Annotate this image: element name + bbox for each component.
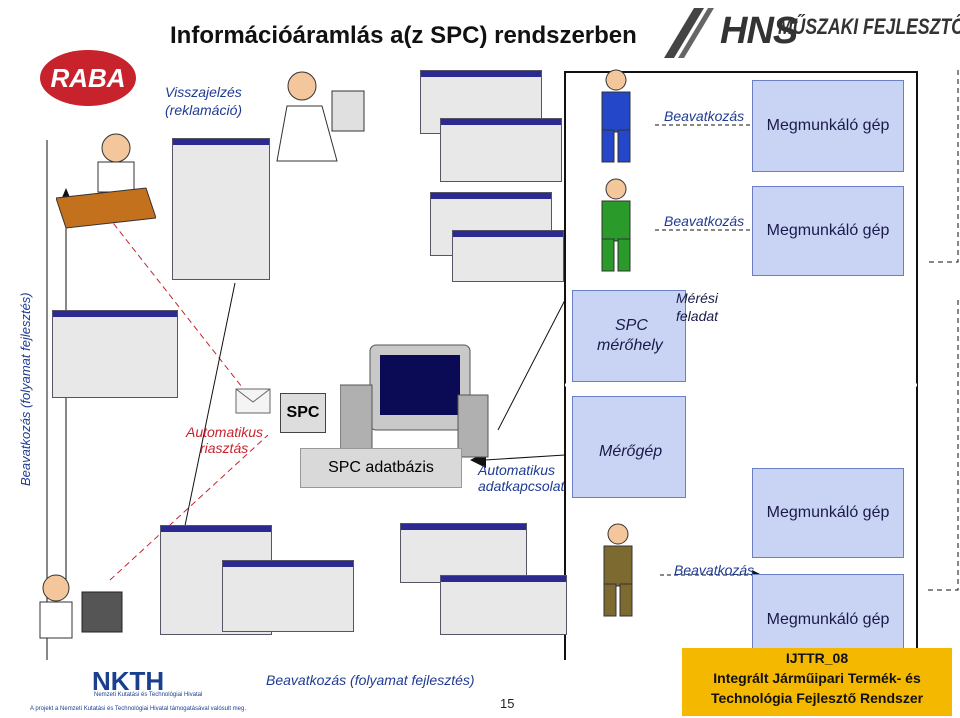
control-chart-screen-bottom-3 xyxy=(440,575,567,635)
worker-green-icon xyxy=(601,178,631,272)
spc-report-screen-top xyxy=(172,138,270,280)
hns-logo xyxy=(664,8,954,58)
ijttr-box: IJTTR_08 Integrált Járműipari Termék- és… xyxy=(682,648,952,716)
ijttr-line-3: Technológia Fejlesztő Rendszer xyxy=(710,690,924,706)
auto-riasztas-label-1: Automatikus xyxy=(186,424,264,440)
beavatkozas-label-1: Beavatkozás xyxy=(664,108,745,124)
hns-logo-main: HNS xyxy=(720,10,798,52)
control-chart-screen-left xyxy=(52,310,178,398)
red-dashed-raba xyxy=(94,199,261,411)
computer-icon xyxy=(340,344,489,458)
hns-logo-sub: MŰSZAKI FEJLESZTŐ KFT. xyxy=(778,14,960,39)
vertical-label: Beavatkozás (folyamat fejlesztés) xyxy=(18,292,33,486)
right-dashed-bottom xyxy=(925,300,959,591)
spc-merohely-box: SPC mérőhely xyxy=(572,290,686,382)
machine-box-1: Megmunkáló gép xyxy=(752,80,904,172)
page-number: 15 xyxy=(500,696,515,711)
control-chart-screen-bottom-1 xyxy=(222,560,354,632)
feladat-label: feladat xyxy=(676,308,719,324)
hns-stripes-icon xyxy=(664,8,714,58)
spc-logo-box: SPC xyxy=(280,393,326,433)
worker-blue-icon xyxy=(601,69,631,163)
machine-label: Megmunkáló gép xyxy=(766,222,890,239)
red-dashed-operator xyxy=(109,434,269,581)
beavatkozas-label-3: Beavatkozás xyxy=(674,562,755,578)
bottom-beavatkozas-label: Beavatkozás (folyamat fejlesztés) xyxy=(266,672,475,688)
spc-database-box: SPC adatbázis xyxy=(300,448,462,488)
control-chart-screen-bottom-2 xyxy=(400,523,527,583)
spc-database-label: SPC adatbázis xyxy=(328,459,434,476)
arrow-merogep xyxy=(484,454,566,461)
machine-label: Megmunkáló gép xyxy=(766,611,890,628)
arrow-spc xyxy=(497,299,566,431)
merogep-label: Mérőgép xyxy=(599,443,663,460)
envelope-icon xyxy=(235,388,271,414)
spc-merohely-label-1: SPC xyxy=(615,317,648,334)
project-note: A projekt a Nemzeti Kutatási és Technoló… xyxy=(30,706,247,712)
nkth-logo: NKTH xyxy=(92,666,165,696)
meresi-label: Mérési xyxy=(676,290,719,306)
vertical-beavatkozas: Beavatkozás (folyamat fejlesztés) xyxy=(14,292,34,494)
right-dashed-top xyxy=(925,70,959,263)
machine-box-2: Megmunkáló gép xyxy=(752,186,904,276)
spc-merohely-label-2: mérőhely xyxy=(597,337,663,354)
beavatkozas-label-2: Beavatkozás xyxy=(664,213,745,229)
ijttr-line-2: Integrált Járműipari Termék- és xyxy=(713,670,921,686)
raba-logo: RABA xyxy=(40,50,136,106)
phone-operator-icon xyxy=(56,133,156,229)
control-chart-screen-4 xyxy=(452,230,564,282)
ijttr-code: IJTTR_08 xyxy=(785,650,849,666)
machine-label: Megmunkáló gép xyxy=(766,117,890,134)
reklamacio-label: (reklamáció) xyxy=(165,102,243,118)
auto-riasztas-label-2: riasztás xyxy=(200,440,249,456)
machine-box-3: Megmunkáló gép xyxy=(752,468,904,558)
visszajelzes-label: Visszajelzés xyxy=(165,84,242,100)
merogep-box: Mérőgép xyxy=(572,396,686,498)
arrow-db-screen xyxy=(179,282,236,551)
auto-adat-label-2: adatkapcsolat xyxy=(478,478,565,494)
worker-khaki-icon xyxy=(603,523,633,617)
computer-operator-icon xyxy=(39,574,123,639)
machine-label: Megmunkáló gép xyxy=(766,504,890,521)
office-worker-icon xyxy=(276,71,365,162)
nkth-sub-label: Nemzeti Kutatási és Technológiai Hivatal xyxy=(94,692,203,698)
control-chart-screen-2 xyxy=(440,118,562,182)
page-title: Információáramlás a(z SPC) rendszerben xyxy=(170,22,637,49)
auto-adat-label-1: Automatikus xyxy=(478,462,556,478)
